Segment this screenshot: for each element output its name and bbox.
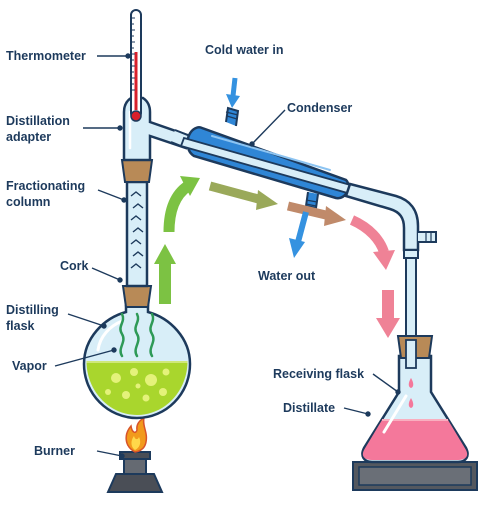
label-distillation-adapter-line1: Distillation <box>6 114 70 128</box>
distillate-down-arrow <box>376 290 400 338</box>
condenser <box>179 106 356 210</box>
vapor-wisps <box>119 312 155 358</box>
label-fractionating-column-line2: column <box>6 195 50 209</box>
label-distilling-flask-line1: Distilling <box>6 303 59 317</box>
vapor-curve-arrow <box>163 176 200 233</box>
distilling-flask <box>82 304 192 420</box>
label-water-out: Water out <box>258 269 316 283</box>
upper-cork <box>120 159 154 183</box>
lower-cork <box>121 285 153 308</box>
label-thermometer: Thermometer <box>6 49 86 63</box>
label-condenser: Condenser <box>287 101 352 115</box>
liquid-bubbles <box>105 368 170 402</box>
condensing-arrow-2 <box>286 201 346 226</box>
water-in-arrow <box>226 77 240 108</box>
label-fractionating-column-line1: Fractionating <box>6 179 85 193</box>
label-distillate: Distillate <box>283 401 335 415</box>
label-cold-water-in: Cold water in <box>205 43 283 57</box>
label-distillation-adapter-line2: adapter <box>6 130 51 144</box>
hot-plate <box>352 461 478 491</box>
label-distilling-flask-line2: flask <box>6 319 35 333</box>
fractionating-column <box>125 180 149 288</box>
water-out-arrow <box>289 211 309 258</box>
distillate-drops <box>408 378 414 408</box>
distillate-curve-arrow <box>349 215 395 270</box>
drip-stem-inside <box>405 339 417 369</box>
receiver-adapter <box>344 182 437 369</box>
label-cork: Cork <box>60 259 89 273</box>
label-receiving-flask: Receiving flask <box>273 367 364 381</box>
vapor-rise-arrow <box>154 244 176 304</box>
flame-icon <box>125 416 148 453</box>
label-vapor: Vapor <box>12 359 47 373</box>
label-burner: Burner <box>34 444 75 458</box>
burner <box>106 451 164 493</box>
thermometer <box>130 9 142 122</box>
receiving-flask <box>361 354 469 464</box>
leader-lines <box>54 53 401 459</box>
condensing-arrow-1 <box>208 181 278 210</box>
